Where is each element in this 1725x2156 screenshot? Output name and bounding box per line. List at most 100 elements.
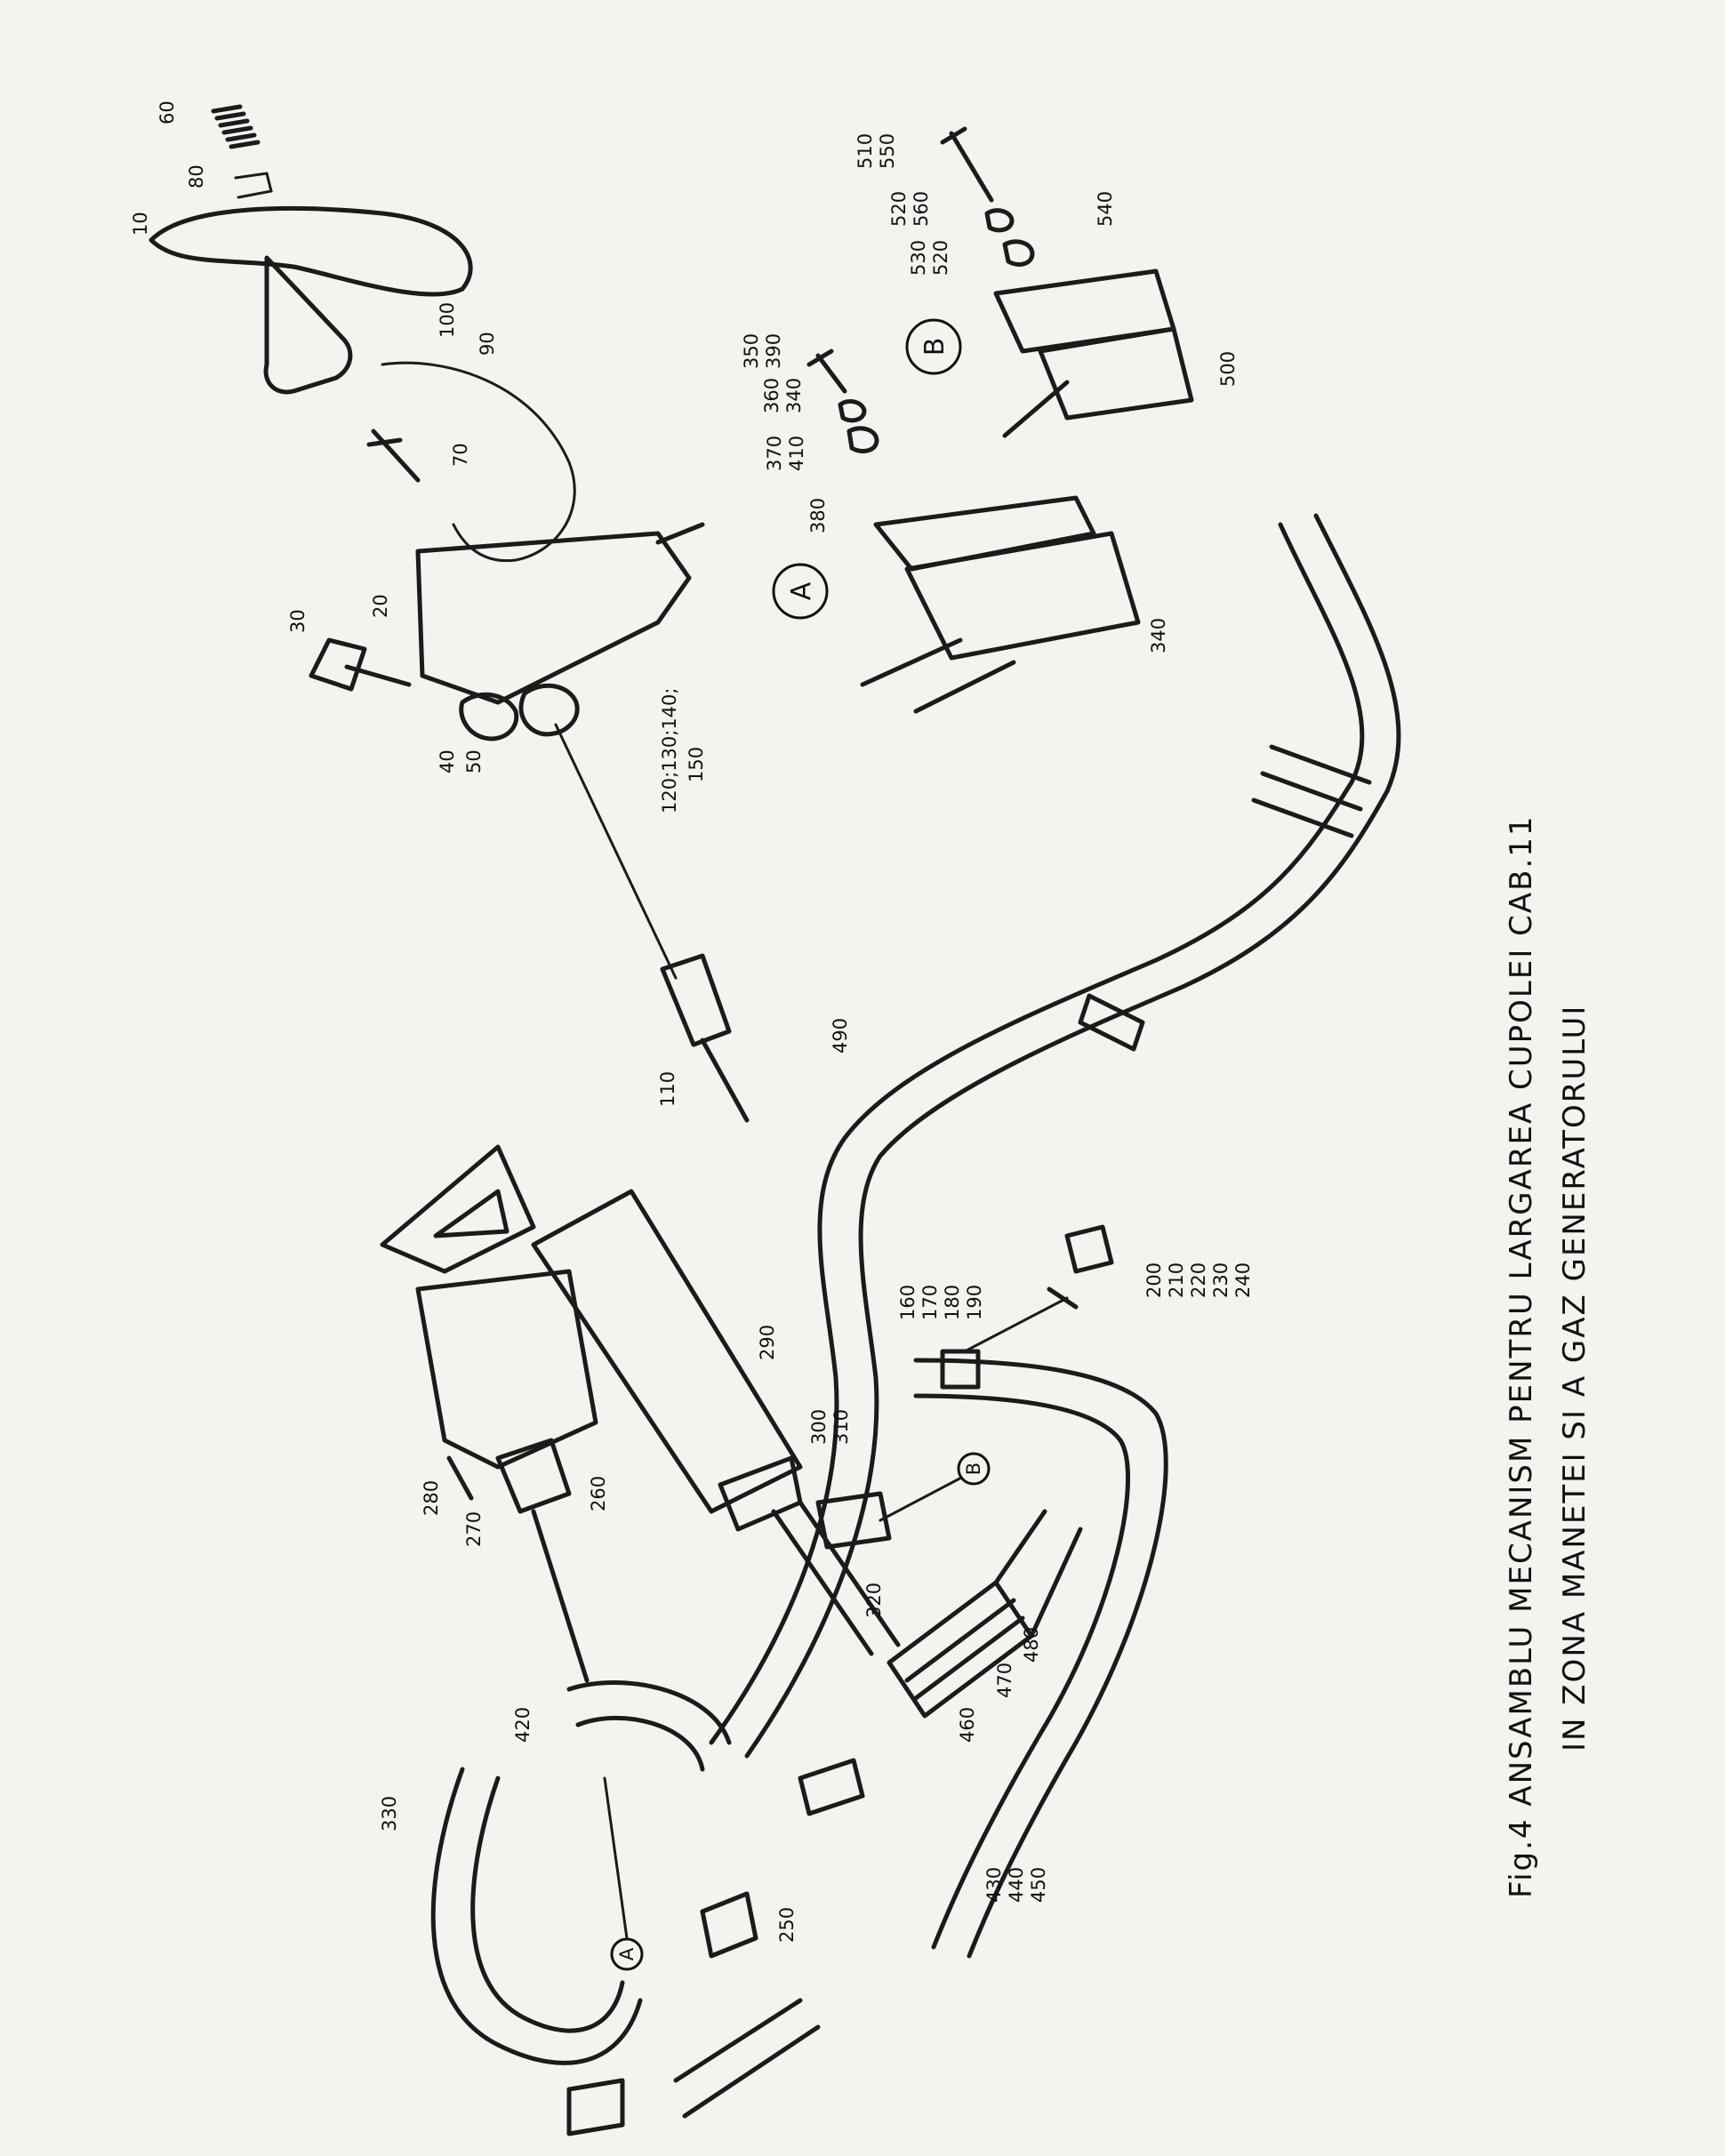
label-260: 260 xyxy=(588,1476,609,1511)
label-20: 20 xyxy=(370,594,391,618)
bracket-540 xyxy=(993,268,1176,354)
label-240: 240 xyxy=(1232,1262,1254,1298)
leader-160 xyxy=(963,1296,1069,1353)
triangular-bracket xyxy=(380,1144,536,1274)
detail-marker-b-lower-text: B xyxy=(963,1463,984,1475)
label-530: 530 xyxy=(908,240,929,276)
clamp-430-450 xyxy=(798,1758,865,1816)
bracket-500 xyxy=(1038,326,1194,421)
clip-200-240 xyxy=(1047,1224,1114,1310)
label-120-130-140: 120;130;140; xyxy=(659,688,680,814)
bolt-bracket-right xyxy=(655,522,705,545)
cylinder-end-fitting xyxy=(718,1455,803,1532)
label-170: 170 xyxy=(919,1285,941,1320)
pin-280 xyxy=(446,1455,474,1501)
nut-370-410 xyxy=(846,426,879,453)
label-60: 60 xyxy=(156,100,178,124)
label-340-upper: 340 xyxy=(783,378,805,413)
clip-80 xyxy=(234,172,273,199)
pipe-160-wall-b xyxy=(913,1393,1130,1950)
detail-marker-b-lower: B xyxy=(957,1452,991,1486)
label-430: 430 xyxy=(983,1867,1005,1903)
detail-a-bracket-assembly xyxy=(806,349,1141,714)
handle-grip-10 xyxy=(148,205,473,297)
pipe-b-clamp xyxy=(815,1491,892,1550)
pipe-lower-connector xyxy=(566,1998,821,2136)
washer-360-340 xyxy=(838,399,867,423)
label-210: 210 xyxy=(1166,1262,1187,1298)
pipe-490-lower-wall xyxy=(858,513,1401,1381)
pipe-loop-160 xyxy=(913,1224,1168,1959)
label-390: 390 xyxy=(763,333,784,369)
label-360: 360 xyxy=(761,378,782,413)
tube-b xyxy=(1002,380,1070,438)
label-250: 250 xyxy=(776,1907,798,1943)
detail-b-bracket-assembly xyxy=(940,126,1194,438)
label-160: 160 xyxy=(897,1285,919,1320)
bracket-340 xyxy=(904,531,1141,661)
chain-90 xyxy=(381,361,576,563)
label-330: 330 xyxy=(379,1796,400,1831)
label-230: 230 xyxy=(1210,1262,1232,1298)
pipe-490-coupling xyxy=(1251,744,1372,838)
fork-260-270 xyxy=(495,1438,590,1683)
handle-lever-assembly xyxy=(148,104,750,1123)
detail-marker-a-lower-text: A xyxy=(616,1947,638,1960)
long-pipe-490 xyxy=(709,513,1401,1759)
figure-caption: Fig.4 ANSAMBLU MECANISM PENTRU LARGAREA … xyxy=(1504,814,1593,1898)
label-90: 90 xyxy=(477,332,498,356)
label-420: 420 xyxy=(512,1707,534,1743)
label-520-upper: 520 xyxy=(888,191,910,227)
detail-marker-a-lower: A xyxy=(610,1937,644,1971)
detail-marker-b-upper-text: B xyxy=(919,338,951,357)
label-40: 40 xyxy=(437,749,458,773)
label-280: 280 xyxy=(421,1480,442,1516)
bushing-40-50 xyxy=(459,692,519,741)
leader-a-lower xyxy=(603,1776,629,1940)
label-340-lower: 340 xyxy=(1148,618,1169,653)
detail-marker-a-upper-text: A xyxy=(786,581,817,600)
clamp-160-190 xyxy=(940,1349,981,1390)
label-310: 310 xyxy=(830,1409,852,1445)
label-490: 490 xyxy=(830,1018,851,1054)
label-320: 320 xyxy=(863,1583,885,1618)
washer-520-560 xyxy=(984,208,1015,233)
hose-480-tube xyxy=(993,1509,1083,1639)
label-500: 500 xyxy=(1217,351,1239,387)
cylinder-290 xyxy=(531,1189,803,1514)
fitting-250 xyxy=(700,1891,758,1959)
label-110: 110 xyxy=(657,1071,678,1107)
pin-70 xyxy=(366,429,421,483)
rod-320 xyxy=(771,1500,901,1656)
label-470: 470 xyxy=(994,1663,1015,1698)
pipe-490-clamp xyxy=(1078,993,1145,1052)
label-10: 10 xyxy=(130,212,151,236)
label-450: 450 xyxy=(1028,1867,1049,1903)
label-200: 200 xyxy=(1143,1262,1165,1298)
caption-line-1: Fig.4 ANSAMBLU MECANISM PENTRU LARGAREA … xyxy=(1504,814,1539,1898)
label-300: 300 xyxy=(808,1409,830,1445)
mounting-plate xyxy=(415,1269,598,1470)
label-80: 80 xyxy=(186,164,207,188)
label-460: 460 xyxy=(957,1707,978,1743)
label-480: 480 xyxy=(1021,1627,1042,1663)
pipe-330-outer xyxy=(430,1767,643,2065)
caption-line-2: IN ZONA MANETEI SI A GAZ GENERATORULUI xyxy=(1557,1005,1593,1751)
cylinder-assembly-290 xyxy=(380,1144,901,1683)
label-440: 440 xyxy=(1006,1867,1027,1903)
pipe-330-inner xyxy=(470,1775,625,2033)
bolt-30 xyxy=(309,637,412,692)
bracket-20 xyxy=(415,531,692,705)
flexible-hose-460-480 xyxy=(887,1509,1083,1719)
label-350: 350 xyxy=(741,333,762,369)
pipe-490-lower-run xyxy=(709,1375,879,1759)
label-410: 410 xyxy=(786,436,807,471)
label-270: 270 xyxy=(463,1511,485,1547)
label-30: 30 xyxy=(287,609,309,633)
label-550: 550 xyxy=(877,133,898,169)
tube-a-2 xyxy=(913,660,1016,714)
bracket-380 xyxy=(873,495,1096,572)
pipe-490-upper-wall xyxy=(817,522,1365,1381)
